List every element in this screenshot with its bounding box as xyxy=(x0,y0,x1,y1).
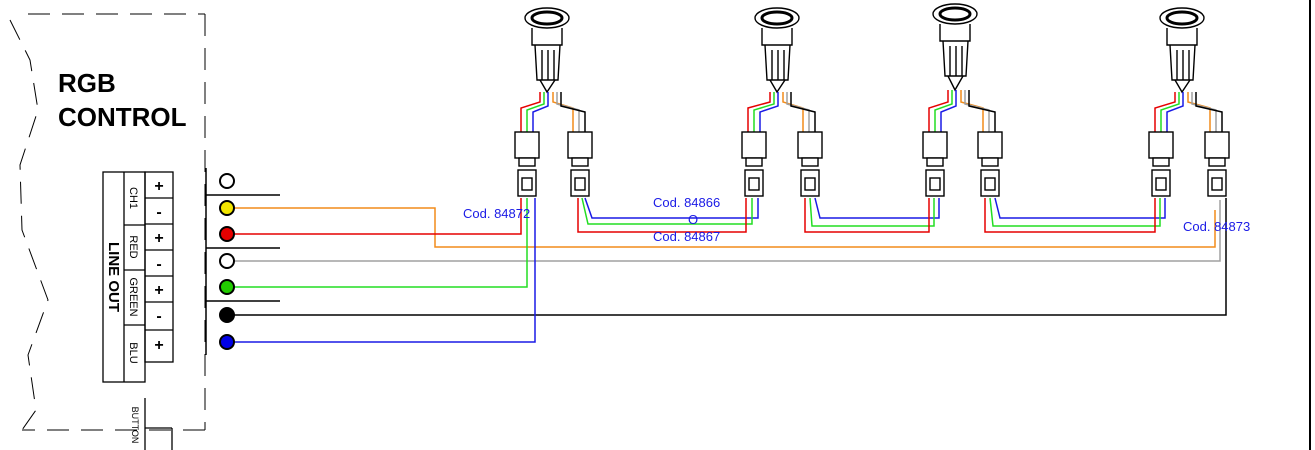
sign-minus-2: - xyxy=(156,256,161,273)
jumper-3-red xyxy=(984,198,1156,233)
sign-plus-4: + xyxy=(154,337,163,354)
terminal-3 xyxy=(219,226,235,242)
jumper-1-green xyxy=(581,197,753,225)
lamp-3-connectors xyxy=(922,131,1003,197)
terminal-1 xyxy=(219,173,235,189)
wire-gray xyxy=(227,200,1221,262)
line-out-block xyxy=(102,171,174,383)
jumper-3-green xyxy=(989,197,1161,227)
sign-plus-3: + xyxy=(154,282,163,299)
wire-blue xyxy=(227,198,536,343)
terminal-4 xyxy=(219,253,235,269)
jumper-2-blue xyxy=(814,197,940,219)
wires xyxy=(227,197,1227,343)
lamp-4-leads xyxy=(1154,92,1223,132)
channel-label-green: GREEN xyxy=(127,277,139,316)
wire-black xyxy=(227,198,1227,316)
lamp-2-connectors xyxy=(741,131,823,197)
jumper-2-red xyxy=(804,198,930,233)
terminal-7 xyxy=(219,334,235,350)
line-out-label: LINE OUT xyxy=(105,242,122,312)
title-control: CONTROL xyxy=(58,102,187,132)
lamp-4-connectors xyxy=(1148,131,1230,197)
code-label-84867: Cod. 84867 xyxy=(653,229,720,244)
button-label: BUTTON xyxy=(130,407,140,444)
channel-label-blu: BLU xyxy=(127,342,139,363)
controller-housing-outline xyxy=(9,13,206,431)
title-rgb: RGB xyxy=(58,68,116,98)
lamp-2-leads xyxy=(747,92,816,132)
terminals xyxy=(219,173,235,350)
lamp-1 xyxy=(524,7,570,94)
wire-orange xyxy=(227,207,1216,248)
lamp-3-leads xyxy=(928,90,996,132)
jumper-1-blue xyxy=(584,197,759,219)
sign-minus-3: - xyxy=(156,308,161,325)
jumper-1-red xyxy=(577,198,747,233)
lamp-2 xyxy=(754,7,800,94)
lamp-1-connectors xyxy=(514,131,593,197)
sign-plus-2: + xyxy=(154,230,163,247)
jumper-3-blue xyxy=(994,197,1166,219)
wire-red xyxy=(227,198,522,235)
code-label-84873: Cod. 84873 xyxy=(1183,219,1250,234)
terminal-2 xyxy=(219,200,235,216)
terminal-separators xyxy=(205,168,280,355)
channel-label-red: RED xyxy=(127,235,139,258)
jumper-2-green xyxy=(809,197,935,227)
lamp-1-leads xyxy=(520,92,586,132)
code-label-or: O xyxy=(688,212,698,227)
code-label-84872: Cod. 84872 xyxy=(463,206,530,221)
lamp-4 xyxy=(1159,7,1205,94)
terminal-6 xyxy=(219,307,235,323)
button-block xyxy=(144,398,173,450)
code-label-84866: Cod. 84866 xyxy=(653,195,720,210)
wire-green xyxy=(227,198,528,288)
lamp-3 xyxy=(932,3,978,92)
sign-plus-1: + xyxy=(154,178,163,195)
terminal-5 xyxy=(219,279,235,295)
sign-minus-1: - xyxy=(156,204,161,221)
channel-label-ch1: CH1 xyxy=(127,187,139,209)
